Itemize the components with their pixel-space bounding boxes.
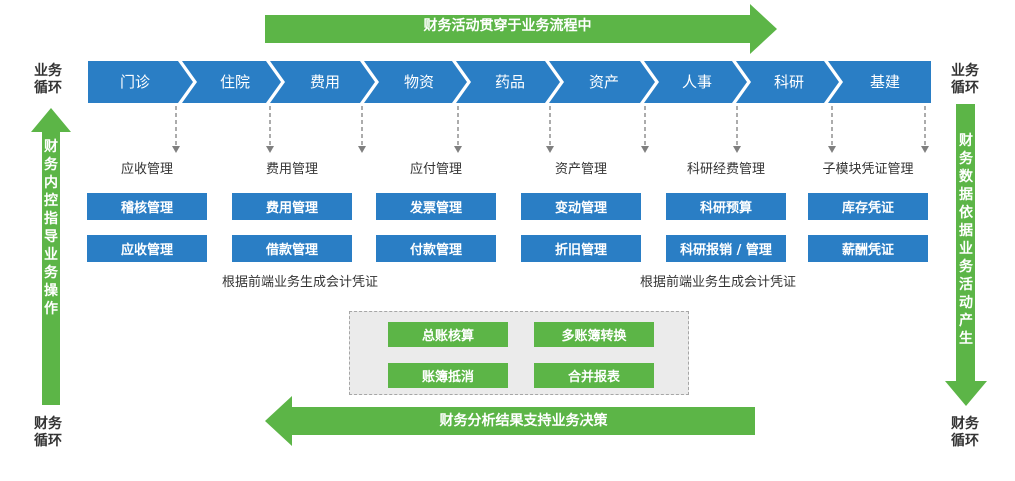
left-vertical-arrow	[31, 108, 71, 405]
right-vertical-arrow	[945, 104, 987, 406]
right-bottom-label: 财务循环	[951, 416, 979, 449]
module-item[interactable]: 变动管理	[521, 193, 641, 220]
chevron-step	[549, 61, 655, 103]
module-title: 应收管理	[120, 162, 173, 177]
ledger-item[interactable]: 合并报表	[534, 363, 654, 388]
chevron-step	[364, 61, 467, 103]
module-item[interactable]: 费用管理	[232, 193, 352, 220]
module-title: 科研经费管理	[686, 162, 765, 177]
voucher-note-right: 根据前端业务生成会计凭证	[640, 275, 797, 290]
ledger-item[interactable]: 多账簿转换	[534, 322, 654, 347]
chevron-step	[270, 61, 375, 103]
process-step-label: 费用	[309, 73, 340, 91]
process-step-label: 科研	[773, 73, 804, 91]
top-banner-text: 财务活动贯穿于业务流程中	[423, 18, 592, 34]
module-item[interactable]: 付款管理	[376, 235, 496, 262]
process-step-label: 人事	[681, 73, 712, 91]
chevron-step	[182, 61, 281, 103]
module-item[interactable]: 折旧管理	[521, 235, 641, 262]
process-step-label: 药品	[494, 73, 525, 91]
dashed-connectors	[172, 106, 929, 153]
left-arrow-text: 财务内控指导业务操作	[44, 139, 58, 317]
ledger-item[interactable]: 总账核算	[388, 322, 508, 347]
module-item[interactable]: 借款管理	[232, 235, 352, 262]
process-step-label: 物资	[403, 73, 434, 91]
chevron-step	[644, 61, 747, 103]
module-item[interactable]: 薪酬凭证	[808, 235, 928, 262]
process-step-label: 门诊	[119, 73, 150, 91]
chevron-step	[828, 61, 931, 103]
chevron-step	[736, 61, 839, 103]
chevron-step	[456, 61, 560, 103]
module-item[interactable]: 库存凭证	[808, 193, 928, 220]
module-item[interactable]: 稽核管理	[87, 193, 207, 220]
module-item[interactable]: 科研预算	[666, 193, 786, 220]
right-arrow-text: 财务数据依据业务活动产生	[959, 133, 973, 347]
module-title: 费用管理	[265, 162, 318, 177]
ledger-item[interactable]: 账簿抵消	[388, 363, 508, 388]
bottom-banner-text: 财务分析结果支持业务决策	[439, 413, 608, 429]
module-item[interactable]: 发票管理	[376, 193, 496, 220]
process-chevrons	[88, 61, 931, 103]
module-title: 资产管理	[554, 162, 607, 177]
bottom-flow-arrow	[265, 396, 755, 446]
top-flow-arrow	[265, 4, 777, 54]
process-step-label: 基建	[869, 73, 900, 91]
process-step-label: 住院	[219, 73, 250, 91]
left-top-label: 业务循环	[34, 63, 62, 96]
module-title: 子模块凭证管理	[822, 162, 914, 177]
chevron-step	[88, 61, 193, 103]
left-bottom-label: 财务循环	[34, 416, 62, 449]
right-top-label: 业务循环	[951, 63, 979, 96]
module-title: 应付管理	[409, 162, 462, 177]
module-item[interactable]: 应收管理	[87, 235, 207, 262]
module-item[interactable]: 科研报销 / 管理	[666, 235, 786, 262]
voucher-note-left: 根据前端业务生成会计凭证	[222, 275, 379, 290]
process-step-label: 资产	[588, 73, 619, 91]
